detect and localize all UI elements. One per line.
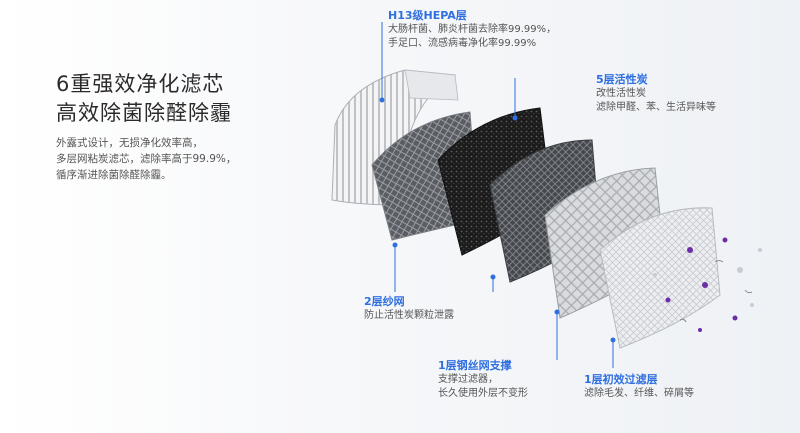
hepa-desc-line: 手足口、流感病毒净化率99.99% — [388, 38, 537, 49]
headline: 6重强效净化滤芯 高效除菌除醛除霾 — [56, 70, 232, 128]
carbon-desc-line: 改性活性炭 — [596, 88, 646, 99]
steel-desc-line: 支撑过滤器， — [438, 374, 498, 385]
prefilter-label: 1层初效过滤层 滤除毛发、纤维、碎屑等 — [584, 372, 694, 401]
carbon-title: 5层活性炭 — [596, 73, 648, 86]
steel-label: 1层钢丝网支撑 支撑过滤器， 长久使用外层不变形 — [438, 358, 528, 401]
gauze-desc-line: 防止活性炭颗粒泄露 — [364, 310, 454, 321]
description-line: 外露式设计，无损净化效率高， — [56, 137, 203, 149]
gauze-title: 2层纱网 — [364, 295, 405, 308]
hepa-title: H13级HEPA层 — [388, 9, 467, 22]
gauze-label: 2层纱网 防止活性炭颗粒泄露 — [364, 294, 454, 323]
description: 外露式设计，无损净化效率高， 多层网粘炭滤芯，滤除率高于99.9%， 循序渐进除… — [56, 135, 286, 183]
prefilter-layer — [599, 207, 721, 349]
description-line: 循序渐进除菌除醛除霾。 — [56, 169, 172, 181]
headline-line-2: 高效除菌除醛除霾 — [56, 101, 232, 125]
particles — [653, 237, 762, 332]
prefilter-title: 1层初效过滤层 — [584, 373, 658, 386]
callout-lines — [379, 22, 616, 368]
steel-desc-line: 长久使用外层不变形 — [438, 388, 528, 399]
steel-title: 1层钢丝网支撑 — [438, 359, 512, 372]
prefilter-desc-line: 滤除毛发、纤维、碎屑等 — [584, 388, 694, 399]
hepa-label: H13级HEPA层 大肠杆菌、肺炎杆菌去除率99.99%， 手足口、流感病毒净化… — [388, 8, 556, 51]
headline-line-1: 6重强效净化滤芯 — [56, 72, 225, 96]
description-line: 多层网粘炭滤芯，滤除率高于99.9%， — [56, 153, 237, 165]
hepa-layer — [331, 69, 459, 206]
carbon-desc-line: 滤除甲醛、苯、生活异味等 — [596, 102, 716, 113]
hepa-desc-line: 大肠杆菌、肺炎杆菌去除率99.99%， — [388, 24, 557, 35]
carbon-label: 5层活性炭 改性活性炭 滤除甲醛、苯、生活异味等 — [596, 72, 716, 115]
